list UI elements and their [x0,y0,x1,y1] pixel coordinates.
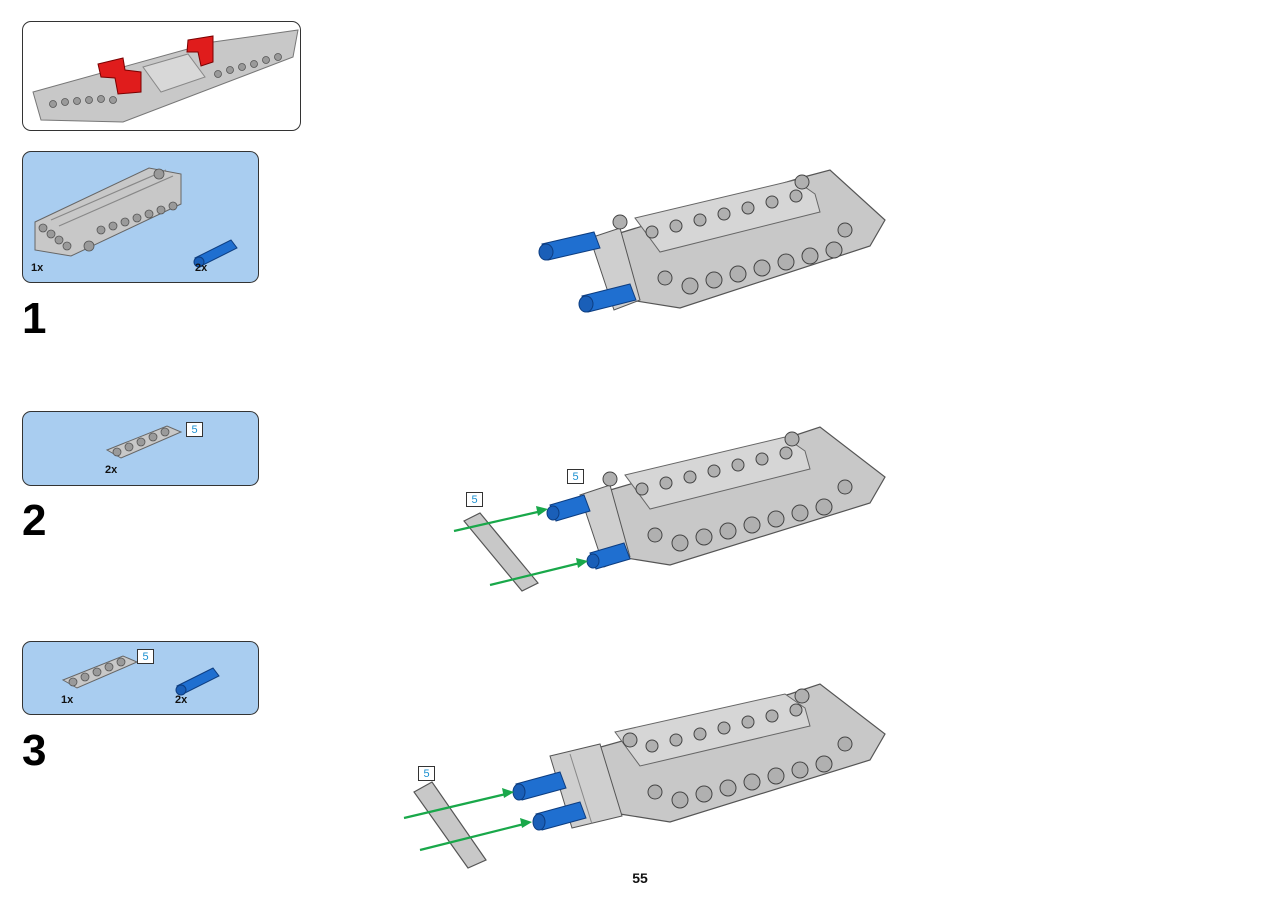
step-2-build-illustration [453,426,886,592]
step-1-parts-panel: 1x 2x [22,151,259,283]
beam-5-part-image [105,425,183,459]
part-qty: 1x [61,694,74,706]
part-qty: 1x [31,262,44,274]
thick-frame-part-image [34,167,182,257]
beam-5-part-image [61,655,139,689]
part-qty: 2x [175,694,188,706]
step-number-3: 3 [22,726,47,775]
step-number-2: 2 [22,496,47,545]
subassembly-preview-panel [22,21,301,131]
part-qty: 2x [105,464,118,476]
blue-pin-part-image [193,239,238,268]
step-2-parts-panel: 5 2x [22,411,259,486]
part-qty: 2x [195,262,208,274]
step-3-build-illustration [403,683,886,869]
page-number: 55 [632,870,648,886]
beam-length-label: 5 [186,422,203,437]
blue-pin-part-image [175,667,220,696]
callout-length-label: 5 [418,766,435,781]
step-1-build-illustration [538,169,886,313]
beam-length-label: 5 [137,649,154,664]
subassembly-preview-image [32,29,299,123]
step-number-1: 1 [22,294,47,343]
callout-length-label: 5 [567,469,584,484]
step-3-parts-panel: 5 1x 2x [22,641,259,715]
callout-length-label: 5 [466,492,483,507]
